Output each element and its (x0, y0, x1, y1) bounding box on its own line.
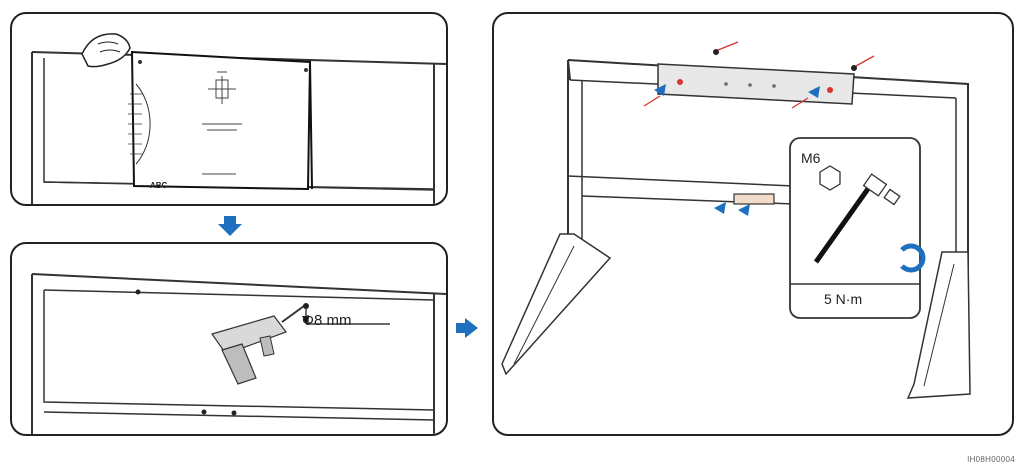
template-code: ABC (150, 181, 167, 190)
hole-diameter-label: Φ8 mm (302, 312, 351, 329)
step-panel-template: ABC (10, 12, 448, 206)
drill-illustration (12, 244, 446, 434)
template-illustration (12, 14, 446, 204)
step-panel-install (492, 12, 1014, 436)
bolt-spec-label: M6 (801, 150, 820, 166)
bracket-illustration (494, 14, 1012, 434)
step-panel-drill (10, 242, 448, 436)
drill-icon (212, 306, 304, 384)
figure-code: IH08H00004 (967, 455, 1015, 464)
torque-label: 5 N·m (824, 291, 862, 307)
arrow-right-icon (456, 318, 480, 338)
arrow-down-icon (216, 216, 244, 238)
